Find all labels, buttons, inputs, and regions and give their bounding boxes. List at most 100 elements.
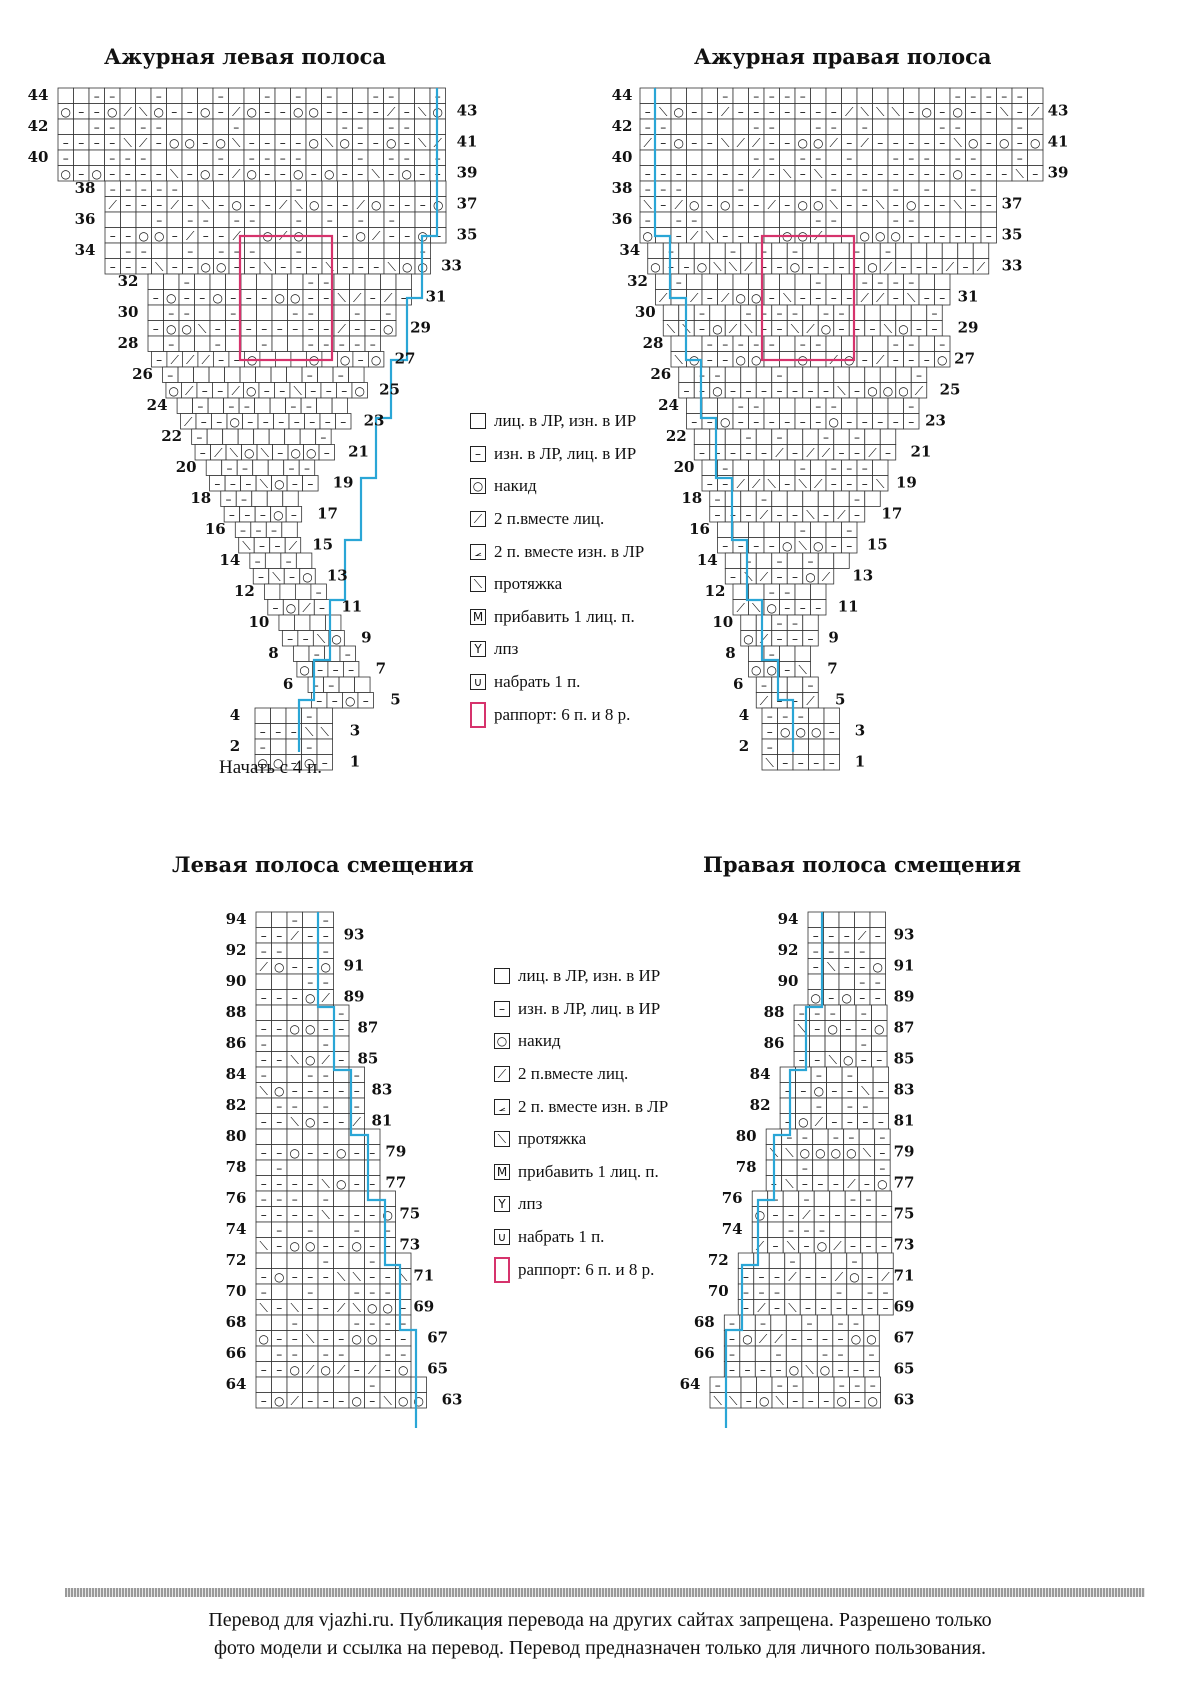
shift-left-cell bbox=[302, 1376, 319, 1393]
ajour-right-cell bbox=[639, 87, 656, 104]
ajour-right-cell bbox=[748, 459, 765, 476]
shift-left-cell bbox=[317, 1314, 334, 1331]
k2tog-symbol-icon: ⟋ bbox=[470, 511, 486, 528]
ajour-right-stitch-symbol: ⟍ bbox=[768, 477, 777, 491]
shift-right-stitch-symbol: – bbox=[850, 1192, 856, 1206]
ajour-right-stitch-symbol: – bbox=[769, 151, 775, 165]
shift-left-stitch-symbol: ○ bbox=[274, 1394, 284, 1408]
legend-bottom-label: протяжка bbox=[518, 1129, 587, 1149]
ajour-right-cell bbox=[701, 211, 718, 228]
ajour-right-cell bbox=[802, 366, 819, 383]
shift-right-stitch-symbol: ○ bbox=[742, 1332, 752, 1346]
ajour-right-stitch-symbol: – bbox=[854, 384, 860, 398]
shift-left-stitch-symbol: – bbox=[323, 1192, 329, 1206]
ajour-right-cell bbox=[833, 552, 850, 569]
ajour-right-stitch-symbol: – bbox=[831, 120, 837, 134]
ajour-left-cell bbox=[398, 87, 415, 104]
ajour-left-stitch-symbol: – bbox=[292, 477, 298, 491]
shift-left-stitch-symbol: – bbox=[307, 1223, 313, 1237]
ajour-right-stitch-symbol: ○ bbox=[898, 384, 908, 398]
ajour-left-cell bbox=[321, 118, 338, 135]
ajour-right-stitch-symbol: – bbox=[939, 229, 945, 243]
ajour-left-stitch-symbol: – bbox=[125, 244, 131, 258]
shift-left-stitch-symbol: – bbox=[354, 1316, 360, 1330]
ajour-right-stitch-symbol: – bbox=[746, 384, 752, 398]
ajour-right-cell bbox=[779, 645, 796, 662]
ajour-left-stitch-symbol: ⟍ bbox=[305, 725, 314, 739]
shift-left-stitch-symbol: ⟍ bbox=[260, 1301, 269, 1315]
ajour-left-stitch-symbol: – bbox=[249, 151, 255, 165]
ajour-right-cell bbox=[903, 87, 920, 104]
shift-right-stitch-symbol: – bbox=[803, 1239, 809, 1253]
ajour-right-row-number: 42 bbox=[612, 117, 633, 135]
shift-left-stitch-symbol: – bbox=[338, 1006, 344, 1020]
ajour-right-stitch-symbol: – bbox=[908, 337, 914, 351]
shift-right-stitch-symbol: ○ bbox=[849, 1270, 859, 1284]
shift-right-stitch-symbol: – bbox=[833, 1130, 839, 1144]
ajour-left-stitch-symbol: ○ bbox=[246, 384, 256, 398]
ajour-right-stitch-symbol: – bbox=[792, 384, 798, 398]
ajour-right-stitch-symbol: ○ bbox=[643, 229, 653, 243]
ajour-left-stitch-symbol: – bbox=[187, 213, 193, 227]
ajour-right-cell bbox=[686, 118, 703, 135]
shift-right-stitch-symbol: – bbox=[743, 1270, 749, 1284]
ajour-left-cell bbox=[321, 180, 338, 197]
shift-right-stitch-symbol: ○ bbox=[846, 1146, 856, 1160]
ajour-left-stitch-symbol: – bbox=[264, 89, 270, 103]
shift-left-stitch-symbol: – bbox=[261, 1146, 267, 1160]
shift-left-cell bbox=[364, 1128, 381, 1145]
title-ajour-right: Ажурная правая полоса bbox=[694, 44, 992, 69]
ajour-left-stitch-symbol: ○ bbox=[230, 415, 240, 429]
shift-left-cell bbox=[302, 911, 319, 928]
ajour-left-stitch-symbol: – bbox=[357, 136, 363, 150]
shift-left-stitch-symbol: – bbox=[292, 1192, 298, 1206]
ajour-left-row-number: 38 bbox=[75, 179, 96, 197]
ajour-right-stitch-symbol: – bbox=[854, 446, 860, 460]
ajour-right-stitch-symbol: – bbox=[769, 120, 775, 134]
ajour-left-stitch-symbol: – bbox=[187, 198, 193, 212]
shift-left-stitch-symbol: – bbox=[307, 1301, 313, 1315]
shift-left-cell bbox=[348, 1345, 365, 1362]
ajour-left-stitch-symbol: – bbox=[141, 244, 147, 258]
ajour-left-stitch-symbol: – bbox=[292, 322, 298, 336]
ajour-left-stitch-symbol: ○ bbox=[402, 260, 412, 274]
ajour-left-stitch-symbol: ⟋ bbox=[139, 136, 148, 150]
ajour-right-cell bbox=[763, 180, 780, 197]
ajour-right-stitch-symbol: – bbox=[798, 709, 804, 723]
shift-right-stitch-symbol: – bbox=[802, 1177, 808, 1191]
shift-left-cell bbox=[255, 1345, 272, 1362]
shift-left-cell bbox=[302, 1190, 319, 1207]
ajour-right-row-number: 4 bbox=[739, 706, 749, 724]
ajour-right-stitch-symbol: – bbox=[645, 182, 651, 196]
ajour-right-stitch-symbol: – bbox=[767, 709, 773, 723]
ajour-left-cell bbox=[331, 397, 349, 414]
shift-right-stitch-symbol: – bbox=[805, 1270, 811, 1284]
shift-left-stitch-symbol: – bbox=[307, 1068, 313, 1082]
ajour-right-stitch-symbol: – bbox=[970, 182, 976, 196]
ajour-left-stitch-symbol: – bbox=[370, 322, 376, 336]
ajour-right-stitch-symbol: – bbox=[908, 353, 914, 367]
ajour-left-cell bbox=[294, 614, 311, 631]
ajour-right-stitch-symbol: – bbox=[753, 105, 759, 119]
ajour-left-stitch-symbol: – bbox=[187, 244, 193, 258]
ajour-right-stitch-symbol: – bbox=[986, 136, 992, 150]
ajour-left-stitch-symbol: ⟋ bbox=[124, 105, 133, 119]
ajour-left-cell bbox=[351, 382, 368, 399]
ajour-right-stitch-symbol: – bbox=[831, 399, 837, 413]
shift-left-row-number: 74 bbox=[226, 1220, 247, 1238]
shift-left-row-number: 87 bbox=[358, 1018, 379, 1036]
ajour-right-stitch-symbol: – bbox=[862, 120, 868, 134]
legend-top: лиц. в ЛР, изн. в ИР–изн. в ЛР, лиц. в И… bbox=[470, 405, 644, 731]
shift-right-stitch-symbol: – bbox=[847, 1068, 853, 1082]
shift-right-stitch-symbol: ⟋ bbox=[881, 1270, 890, 1284]
ajour-left-cell bbox=[367, 351, 385, 368]
shift-left-cell bbox=[286, 1004, 303, 1021]
ajour-left-stitch-symbol: – bbox=[323, 322, 329, 336]
ajour-left-stitch-symbol: ○ bbox=[290, 291, 300, 305]
shift-left-cell bbox=[255, 1252, 272, 1269]
ajour-left-cell bbox=[228, 180, 245, 197]
shift-left-stitch-symbol: – bbox=[276, 944, 282, 958]
ajour-right-stitch-symbol: – bbox=[660, 198, 666, 212]
ajour-left-cell bbox=[208, 366, 225, 383]
ajour-right-cell bbox=[895, 304, 912, 321]
